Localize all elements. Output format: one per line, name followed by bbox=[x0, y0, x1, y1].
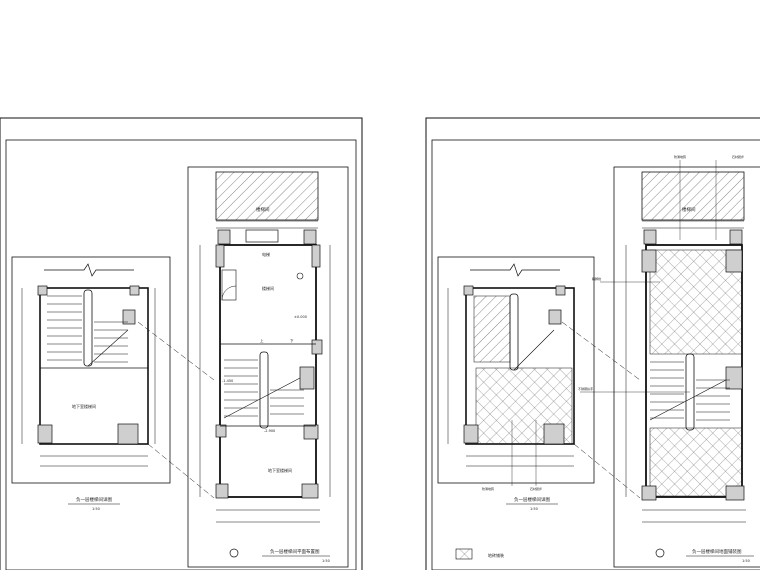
left-room-label: 楼梯间 bbox=[262, 285, 274, 291]
right-annotation-4: 不锈钢扶手 bbox=[578, 386, 593, 391]
legend: 地砖铺装 bbox=[455, 548, 504, 560]
right-annotation-2: 石材踏步 bbox=[732, 154, 744, 159]
connector-line bbox=[573, 443, 641, 499]
left-detail-floor-label: 地下室楼梯间 bbox=[72, 403, 96, 409]
right-detail-scale: 1:50 bbox=[530, 507, 538, 511]
connector-line bbox=[147, 443, 215, 499]
left-main-title: 负一层楼梯间平面布置图 bbox=[270, 548, 320, 555]
right-detail-annotation-2: 石材踏步 bbox=[530, 486, 542, 491]
right-annotation-1: 防滑地砖 bbox=[674, 154, 686, 159]
title-symbol-icon bbox=[229, 548, 239, 558]
level-label-3: -2.900 bbox=[264, 429, 275, 433]
left-sheet: 地下室楼梯间 负一层楼梯间详图 1:50 楼梯间 bbox=[0, 117, 363, 570]
left-detail-scale: 1:50 bbox=[92, 507, 100, 511]
hatched-zone bbox=[215, 171, 319, 221]
connector-line bbox=[137, 321, 215, 381]
down-label: 下 bbox=[290, 339, 294, 343]
right-main-plan: 楼梯间 bbox=[578, 154, 760, 568]
left-detail-title: 负一层楼梯间详图 bbox=[76, 496, 112, 503]
level-label-2: -1.450 bbox=[222, 379, 233, 383]
right-room-label: 楼梯间 bbox=[682, 206, 696, 213]
left-main-scale: 1:50 bbox=[322, 559, 330, 563]
right-main-scale: 1:50 bbox=[742, 559, 750, 563]
left-main-plan: 楼梯间 电梯 楼梯间 ±0.000 上 bbox=[187, 166, 349, 568]
left-elevator-label: 电梯 bbox=[262, 251, 270, 257]
floor-tile-pattern bbox=[649, 427, 743, 497]
legend-label: 地砖铺装 bbox=[488, 552, 504, 558]
hatched-zone bbox=[641, 171, 745, 221]
right-detail-plan: 防滑地砖 石材踏步 负一层楼梯间详图 1:50 bbox=[437, 256, 595, 511]
right-detail-annotation-1: 防滑地砖 bbox=[482, 486, 494, 491]
left-upper-room-label: 楼梯间 bbox=[256, 206, 270, 213]
right-annotation-3: 踢脚线 bbox=[592, 276, 601, 281]
right-main-title: 负一层楼梯间地面铺装图 bbox=[692, 548, 742, 555]
left-detail-plan: 地下室楼梯间 负一层楼梯间详图 1:50 bbox=[11, 256, 171, 511]
right-sheet: 防滑地砖 石材踏步 负一层楼梯间详图 1:50 楼梯间 bbox=[425, 117, 760, 570]
up-label: 上 bbox=[260, 338, 264, 343]
title-symbol-icon bbox=[655, 548, 665, 558]
legend-swatch bbox=[455, 548, 473, 560]
connector-line bbox=[561, 321, 641, 381]
stair-tread-pattern bbox=[473, 295, 511, 363]
right-detail-title: 负一层楼梯间详图 bbox=[514, 496, 550, 503]
level-label-1: ±0.000 bbox=[294, 315, 307, 319]
left-floor-label: 地下室楼梯间 bbox=[268, 467, 292, 473]
